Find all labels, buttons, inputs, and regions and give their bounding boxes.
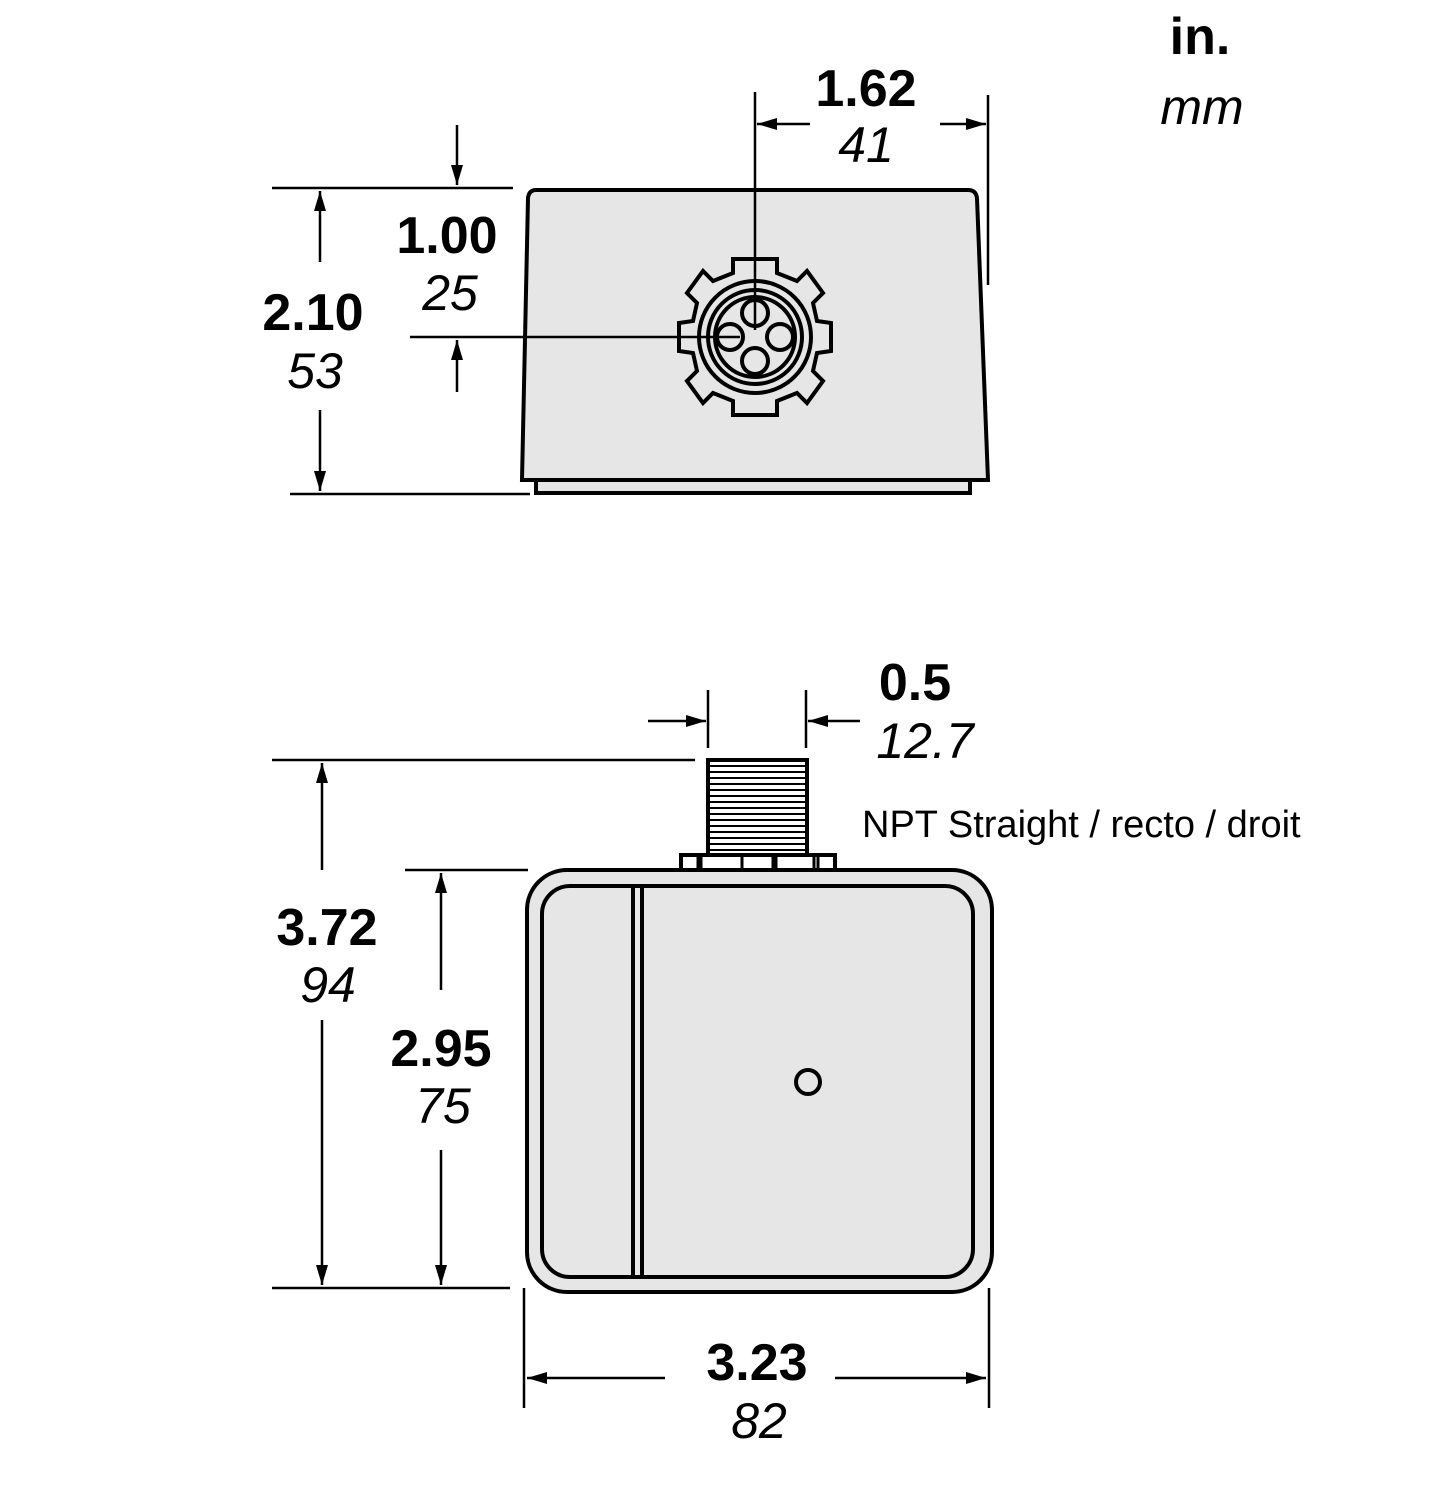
fitting-nut [679, 853, 837, 872]
dim-3-72-mm: 94 [300, 957, 356, 1013]
dim-1-00-in: 1.00 [396, 207, 497, 265]
dim-1-62-in: 1.62 [815, 60, 916, 118]
dim-0-5-in: 0.5 [879, 654, 951, 712]
dim-1-00-mm: 25 [421, 265, 478, 321]
dim-3-23-mm: 82 [731, 1393, 787, 1449]
front-view: 1.62 41 1.00 25 2.10 53 [262, 60, 991, 496]
top-view: 0.5 12.7 NPT Straight / recto / droit 3.… [272, 654, 1301, 1449]
dim-3-72-in: 3.72 [276, 899, 377, 957]
connector-pin [740, 346, 770, 376]
unit-mm: mm [1160, 79, 1243, 135]
dim-3-23-in: 3.23 [706, 1334, 807, 1392]
dim-2-95-in: 2.95 [390, 1020, 491, 1078]
dim-2-95-mm: 75 [415, 1078, 471, 1134]
housing-base [534, 478, 972, 495]
npt-fitting [679, 758, 837, 872]
dim-2-10-in: 2.10 [262, 284, 363, 342]
housing-inner [540, 884, 975, 1279]
connector-pin [765, 322, 795, 352]
dim-0-5-mm: 12.7 [876, 713, 976, 769]
connector [677, 257, 833, 417]
dim-1-62-mm: 41 [838, 117, 894, 173]
dim-2-10-mm: 53 [287, 343, 343, 399]
indicator-led [794, 1068, 822, 1096]
fitting-note: NPT Straight / recto / droit [862, 804, 1301, 846]
unit-inches: in. [1170, 8, 1231, 66]
